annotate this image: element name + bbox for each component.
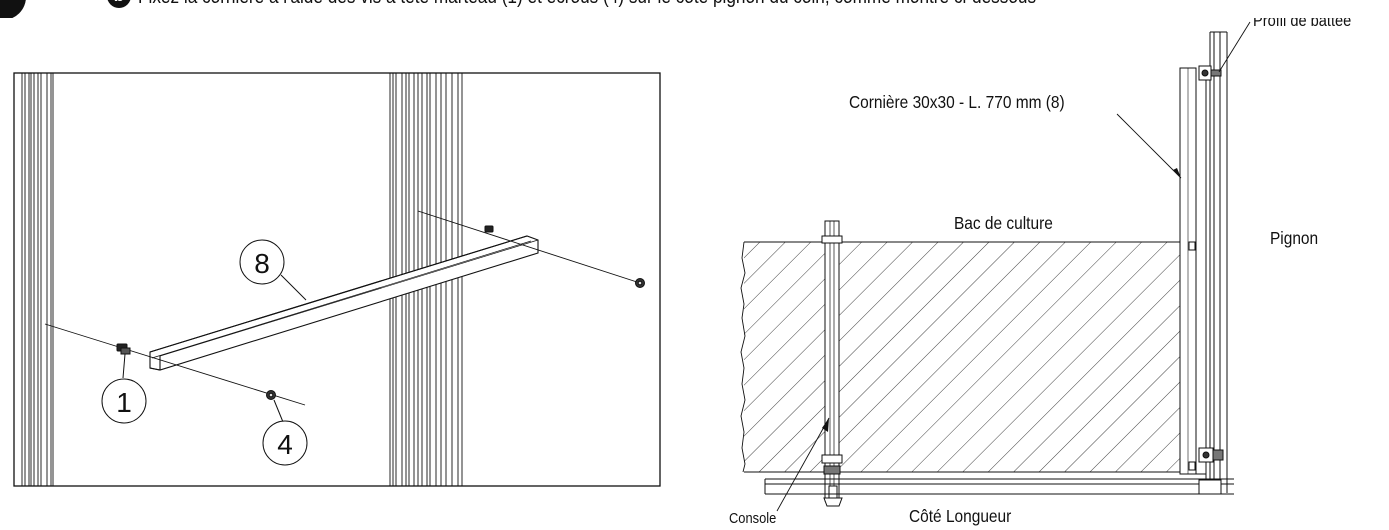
- instruction-line: b Fixez la cornière à l'aide des vis à t…: [0, 0, 1389, 18]
- console-arrowhead-icon: [822, 418, 829, 432]
- gable-bolt-bottom-icon: [1198, 447, 1224, 495]
- left-profile: [21, 73, 54, 486]
- callout-leaders: [122, 274, 307, 423]
- label-grow-bed: Bac de culture: [954, 213, 1053, 233]
- hammer-head-screw-icon: [116, 343, 131, 355]
- angle-bracket: [149, 235, 539, 371]
- svg-text:4: 4: [277, 429, 293, 460]
- label-bracket: Console: [729, 509, 776, 526]
- nut-icon: [266, 390, 276, 400]
- angle-arrowhead-icon: [1173, 168, 1181, 178]
- label-gable: Pignon: [1270, 228, 1318, 248]
- callout-nut: 4: [262, 420, 308, 466]
- left-view-diagram: 8 1 4: [13, 72, 661, 487]
- instruction-text: Fixez la cornière à l'aide des vis à têt…: [138, 0, 1036, 9]
- long-side-profile: [764, 478, 1234, 495]
- svg-text:8: 8: [254, 248, 270, 279]
- console-post: [821, 220, 843, 507]
- label-leaders: [776, 21, 1251, 512]
- callout-screw: 1: [101, 378, 147, 424]
- callout-angle: 8: [239, 239, 285, 285]
- svg-text:1: 1: [116, 387, 132, 418]
- label-angle-bracket: Cornière 30x30 - L. 770 mm (8): [849, 92, 1065, 112]
- nut-right-icon: [635, 278, 645, 288]
- bed-corner-bolt-icon: [1188, 241, 1196, 471]
- hammer-head-screw-right-icon: [484, 225, 494, 233]
- right-view-diagram: Profil de battée Cornière 30x30 - L. 770…: [729, 18, 1351, 526]
- label-long-side: Côté Longueur: [909, 506, 1012, 526]
- label-flashing-profile: Profil de battée: [1253, 18, 1351, 30]
- gable-bolt-top-icon: [1198, 65, 1222, 81]
- step-badge-icon: [0, 0, 26, 18]
- step-letter: b: [107, 0, 131, 8]
- gable-profile: [1179, 31, 1228, 493]
- view-frame: [13, 72, 661, 487]
- grow-bed-section: [740, 241, 1196, 473]
